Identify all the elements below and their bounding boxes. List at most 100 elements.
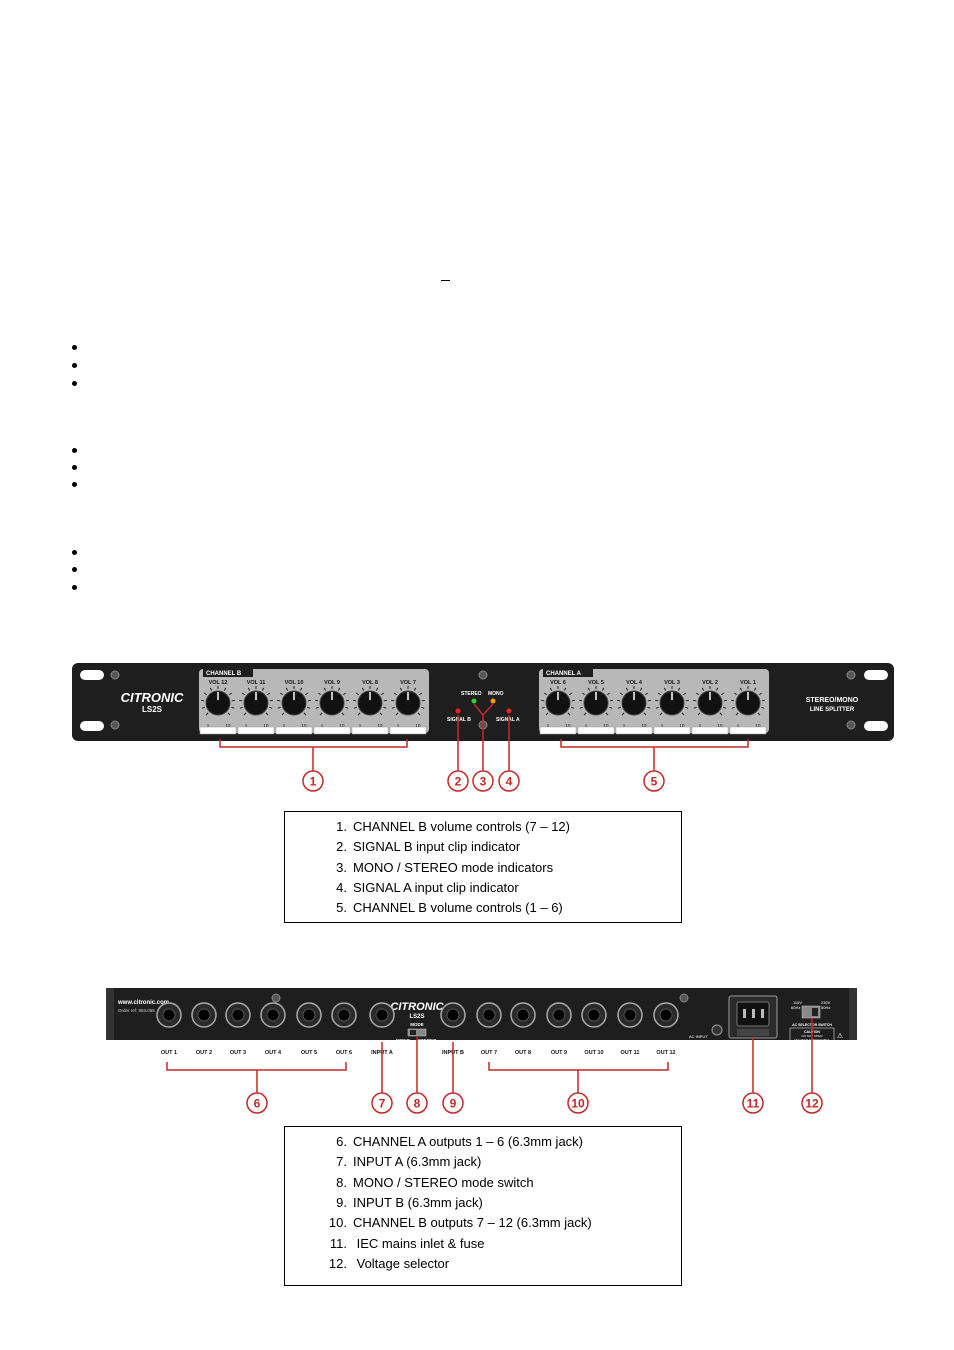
legend-number: 12.	[328, 1255, 347, 1271]
legend-text: INPUT B (6.3mm jack)	[353, 1194, 483, 1210]
jack-socket	[375, 1008, 389, 1022]
jack-label-plate	[508, 1047, 538, 1056]
knob-label: VOL 8	[362, 680, 378, 686]
volume-knob[interactable]	[659, 690, 685, 716]
knob-tick	[323, 687, 327, 691]
knob-tick	[399, 687, 403, 691]
legend-number: 8.	[336, 1174, 347, 1190]
knob-tick	[243, 712, 247, 716]
knob-tick	[337, 687, 341, 691]
product-title: STEREO/MONO	[806, 697, 859, 704]
volume-knob[interactable]	[319, 690, 345, 716]
knob-tick	[607, 692, 611, 696]
legend-text: CHANNEL B volume controls (7 – 12)	[353, 819, 570, 834]
bullet	[72, 345, 77, 350]
knob-tick	[677, 687, 681, 691]
jack-label: OUT 12	[656, 1050, 675, 1056]
callout-number: 2	[455, 775, 462, 789]
screw	[110, 720, 120, 730]
knob-min-label: 1	[661, 723, 664, 728]
scribble-strip	[199, 726, 237, 735]
volume-knob[interactable]	[545, 690, 571, 716]
fuse-drawer[interactable]	[737, 1029, 769, 1036]
rear-legend-box: 6.CHANNEL A outputs 1 – 6 (6.3mm jack)7.…	[284, 1126, 682, 1286]
knob-max-label: 10	[755, 723, 761, 728]
knob-tick	[645, 692, 649, 696]
jack-label-plate	[189, 1047, 219, 1056]
volume-knob[interactable]	[621, 690, 647, 716]
knob-label: VOL 4	[626, 680, 643, 686]
volume-knob[interactable]	[243, 690, 269, 716]
jack-label: OUT 11	[621, 1050, 640, 1056]
scribble-strip	[313, 726, 351, 735]
knob-tick	[307, 706, 311, 709]
signal-b-led	[455, 708, 461, 714]
knob-tick	[693, 706, 697, 709]
knob-label: VOL 3	[664, 680, 680, 686]
jack-socket	[516, 1008, 530, 1022]
mode-mono-label: MONO	[396, 1038, 410, 1043]
voltage-right-line-2: 50Hz	[821, 1005, 830, 1010]
knob-min-label: 1	[207, 723, 210, 728]
voltage-selector-slider[interactable]	[812, 1008, 818, 1016]
bullet	[72, 448, 77, 453]
callout-number: 10	[571, 1097, 585, 1111]
knob-tick	[227, 712, 231, 716]
legend-number: 1.	[336, 819, 347, 834]
channel-a-panel	[539, 669, 769, 733]
bullet	[72, 585, 77, 590]
knob-max-label: 10	[225, 723, 231, 728]
callout-circle	[246, 1092, 268, 1114]
voltage-left-line-1: 115V	[793, 1000, 802, 1005]
knob-min-label: 1	[699, 723, 702, 728]
bullet	[72, 567, 77, 572]
jack-label-plate	[223, 1047, 253, 1056]
rear-panel-diagram: www.citronic.com Order ref: 953.066 CITR…	[106, 988, 857, 1114]
bullet	[72, 381, 77, 386]
knob-tick	[587, 687, 591, 691]
jack-socket	[197, 1008, 211, 1022]
knob-max-label: 10	[717, 723, 723, 728]
volume-knob[interactable]	[281, 690, 307, 716]
screw	[271, 993, 281, 1003]
callout-number: 12	[805, 1097, 819, 1111]
volume-knob[interactable]	[205, 690, 231, 716]
knob-tick	[381, 692, 385, 696]
jack-label: OUT 9	[551, 1050, 567, 1056]
volume-knob[interactable]	[395, 690, 421, 716]
knob-max-label: 10	[679, 723, 685, 728]
knob-tick	[317, 692, 321, 696]
volume-knob[interactable]	[735, 690, 761, 716]
stereo-led	[471, 698, 477, 704]
jack-socket	[482, 1008, 496, 1022]
knob-tick	[739, 687, 743, 691]
website-label: www.citronic.com	[117, 1000, 169, 1006]
screw	[846, 720, 856, 730]
knob-tick	[541, 706, 545, 709]
knob-label: VOL 10	[285, 680, 304, 686]
knob-tick	[353, 706, 357, 709]
knob-tick	[265, 712, 269, 716]
volume-knob[interactable]	[357, 690, 383, 716]
model-label: LS2S	[142, 705, 163, 714]
callout-circle	[447, 770, 469, 792]
knob-min-label: 1	[737, 723, 740, 728]
mode-switch[interactable]	[407, 1028, 427, 1037]
knob-max-label: 10	[641, 723, 647, 728]
ground-terminal	[711, 1024, 723, 1036]
callout-number: 9	[450, 1097, 457, 1111]
jack-label: OUT 8	[515, 1050, 531, 1056]
knob-tick	[719, 712, 723, 716]
volume-knob[interactable]	[583, 690, 609, 716]
mode-switch-slider[interactable]	[410, 1030, 416, 1035]
iec-pin	[743, 1009, 746, 1018]
knob-tick	[549, 687, 553, 691]
knob-tick	[413, 687, 417, 691]
jack-socket	[162, 1008, 176, 1022]
knob-tick	[277, 706, 281, 709]
channel-a-tab	[543, 668, 593, 677]
volume-knob[interactable]	[697, 690, 723, 716]
knob-label: VOL 12	[209, 680, 228, 686]
